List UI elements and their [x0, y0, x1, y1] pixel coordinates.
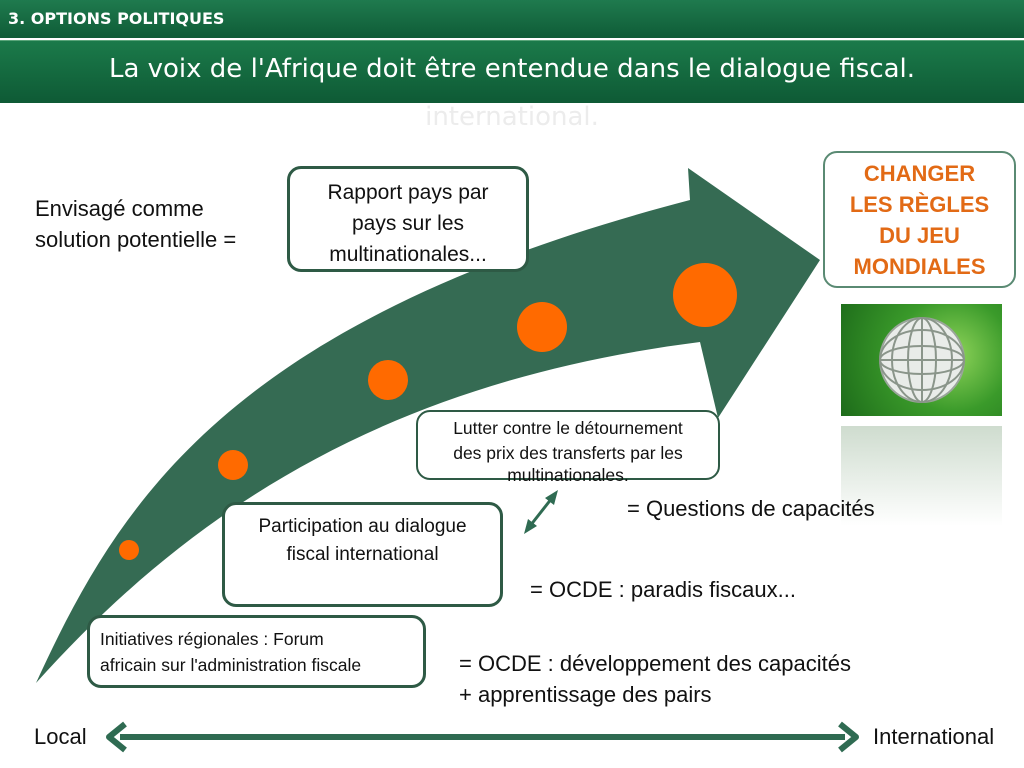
globe-icon — [879, 317, 965, 403]
milestone-dot-1 — [119, 540, 139, 560]
note-line-1: Envisagé comme — [35, 196, 204, 221]
slide-title-overflow: international. — [425, 102, 599, 132]
country-report-line-1: Rapport pays par — [327, 181, 489, 204]
participation-line-1: Participation au dialogue — [258, 516, 467, 537]
tax-havens-note: = OCDE : paradis fiscaux... — [530, 577, 796, 602]
capacity-questions-note: = Questions de capacités — [627, 496, 875, 521]
goal-line-3: DU JEU — [879, 223, 960, 248]
local-international-axis — [106, 721, 859, 753]
progression-arrow — [36, 168, 820, 683]
note-line-2: solution potentielle = — [35, 227, 237, 252]
goal-line-1: CHANGER — [863, 161, 976, 186]
potential-solution-note: Envisagé comme solution potentielle = — [35, 193, 236, 255]
axis-label-international: International — [873, 724, 995, 749]
milestone-dot-4 — [517, 302, 567, 352]
axis-label-local: Local — [34, 724, 87, 749]
capacity-development-line-1: = OCDE : développement des capacités — [459, 651, 851, 676]
dialogue-participation-box: Participation au dialogue fiscal interna… — [222, 502, 503, 607]
participation-line-2: fiscal international — [286, 544, 439, 565]
transfer-pricing-line-1: Lutter contre le détournement — [453, 418, 683, 438]
section-header-bar: 3. OPTIONS POLITIQUES — [0, 0, 1024, 38]
milestone-dot-2 — [218, 450, 248, 480]
slide-title: La voix de l'Afrique doit être entendue … — [108, 54, 916, 84]
capacity-development-note: = OCDE : développement des capacités + a… — [459, 648, 851, 710]
globe-reflection — [841, 426, 1002, 526]
transfer-pricing-box: Lutter contre le détournement des prix d… — [416, 410, 720, 485]
goal-line-4: MONDIALES — [853, 254, 986, 279]
double-arrow-icon — [524, 490, 558, 534]
section-label: 3. OPTIONS POLITIQUES — [8, 9, 225, 28]
regional-initiatives-box: Initiatives régionales : Forum africain … — [87, 615, 426, 688]
change-global-rules-box: CHANGER LES RÈGLES DU JEU MONDIALES — [823, 151, 1016, 288]
milestone-dot-5 — [673, 263, 737, 327]
initiatives-line-1: Initiatives régionales : Forum — [100, 629, 324, 649]
initiatives-line-2: africain sur l'administration fiscale — [100, 655, 362, 675]
country-report-line-3: multinationales... — [329, 243, 487, 266]
transfer-pricing-line-2: des prix des transferts par les — [453, 443, 683, 463]
country-report-box: Rapport pays par pays sur les multinatio… — [287, 166, 529, 272]
globe-image — [841, 304, 1002, 416]
country-report-line-2: pays sur les — [351, 212, 465, 235]
transfer-pricing-line-3: multinationales. — [507, 465, 629, 485]
milestone-dot-3 — [368, 360, 408, 400]
title-band: La voix de l'Afrique doit être entendue … — [0, 40, 1024, 103]
goal-line-2: LES RÈGLES — [849, 192, 990, 217]
capacity-development-line-2: + apprentissage des pairs — [459, 682, 712, 707]
